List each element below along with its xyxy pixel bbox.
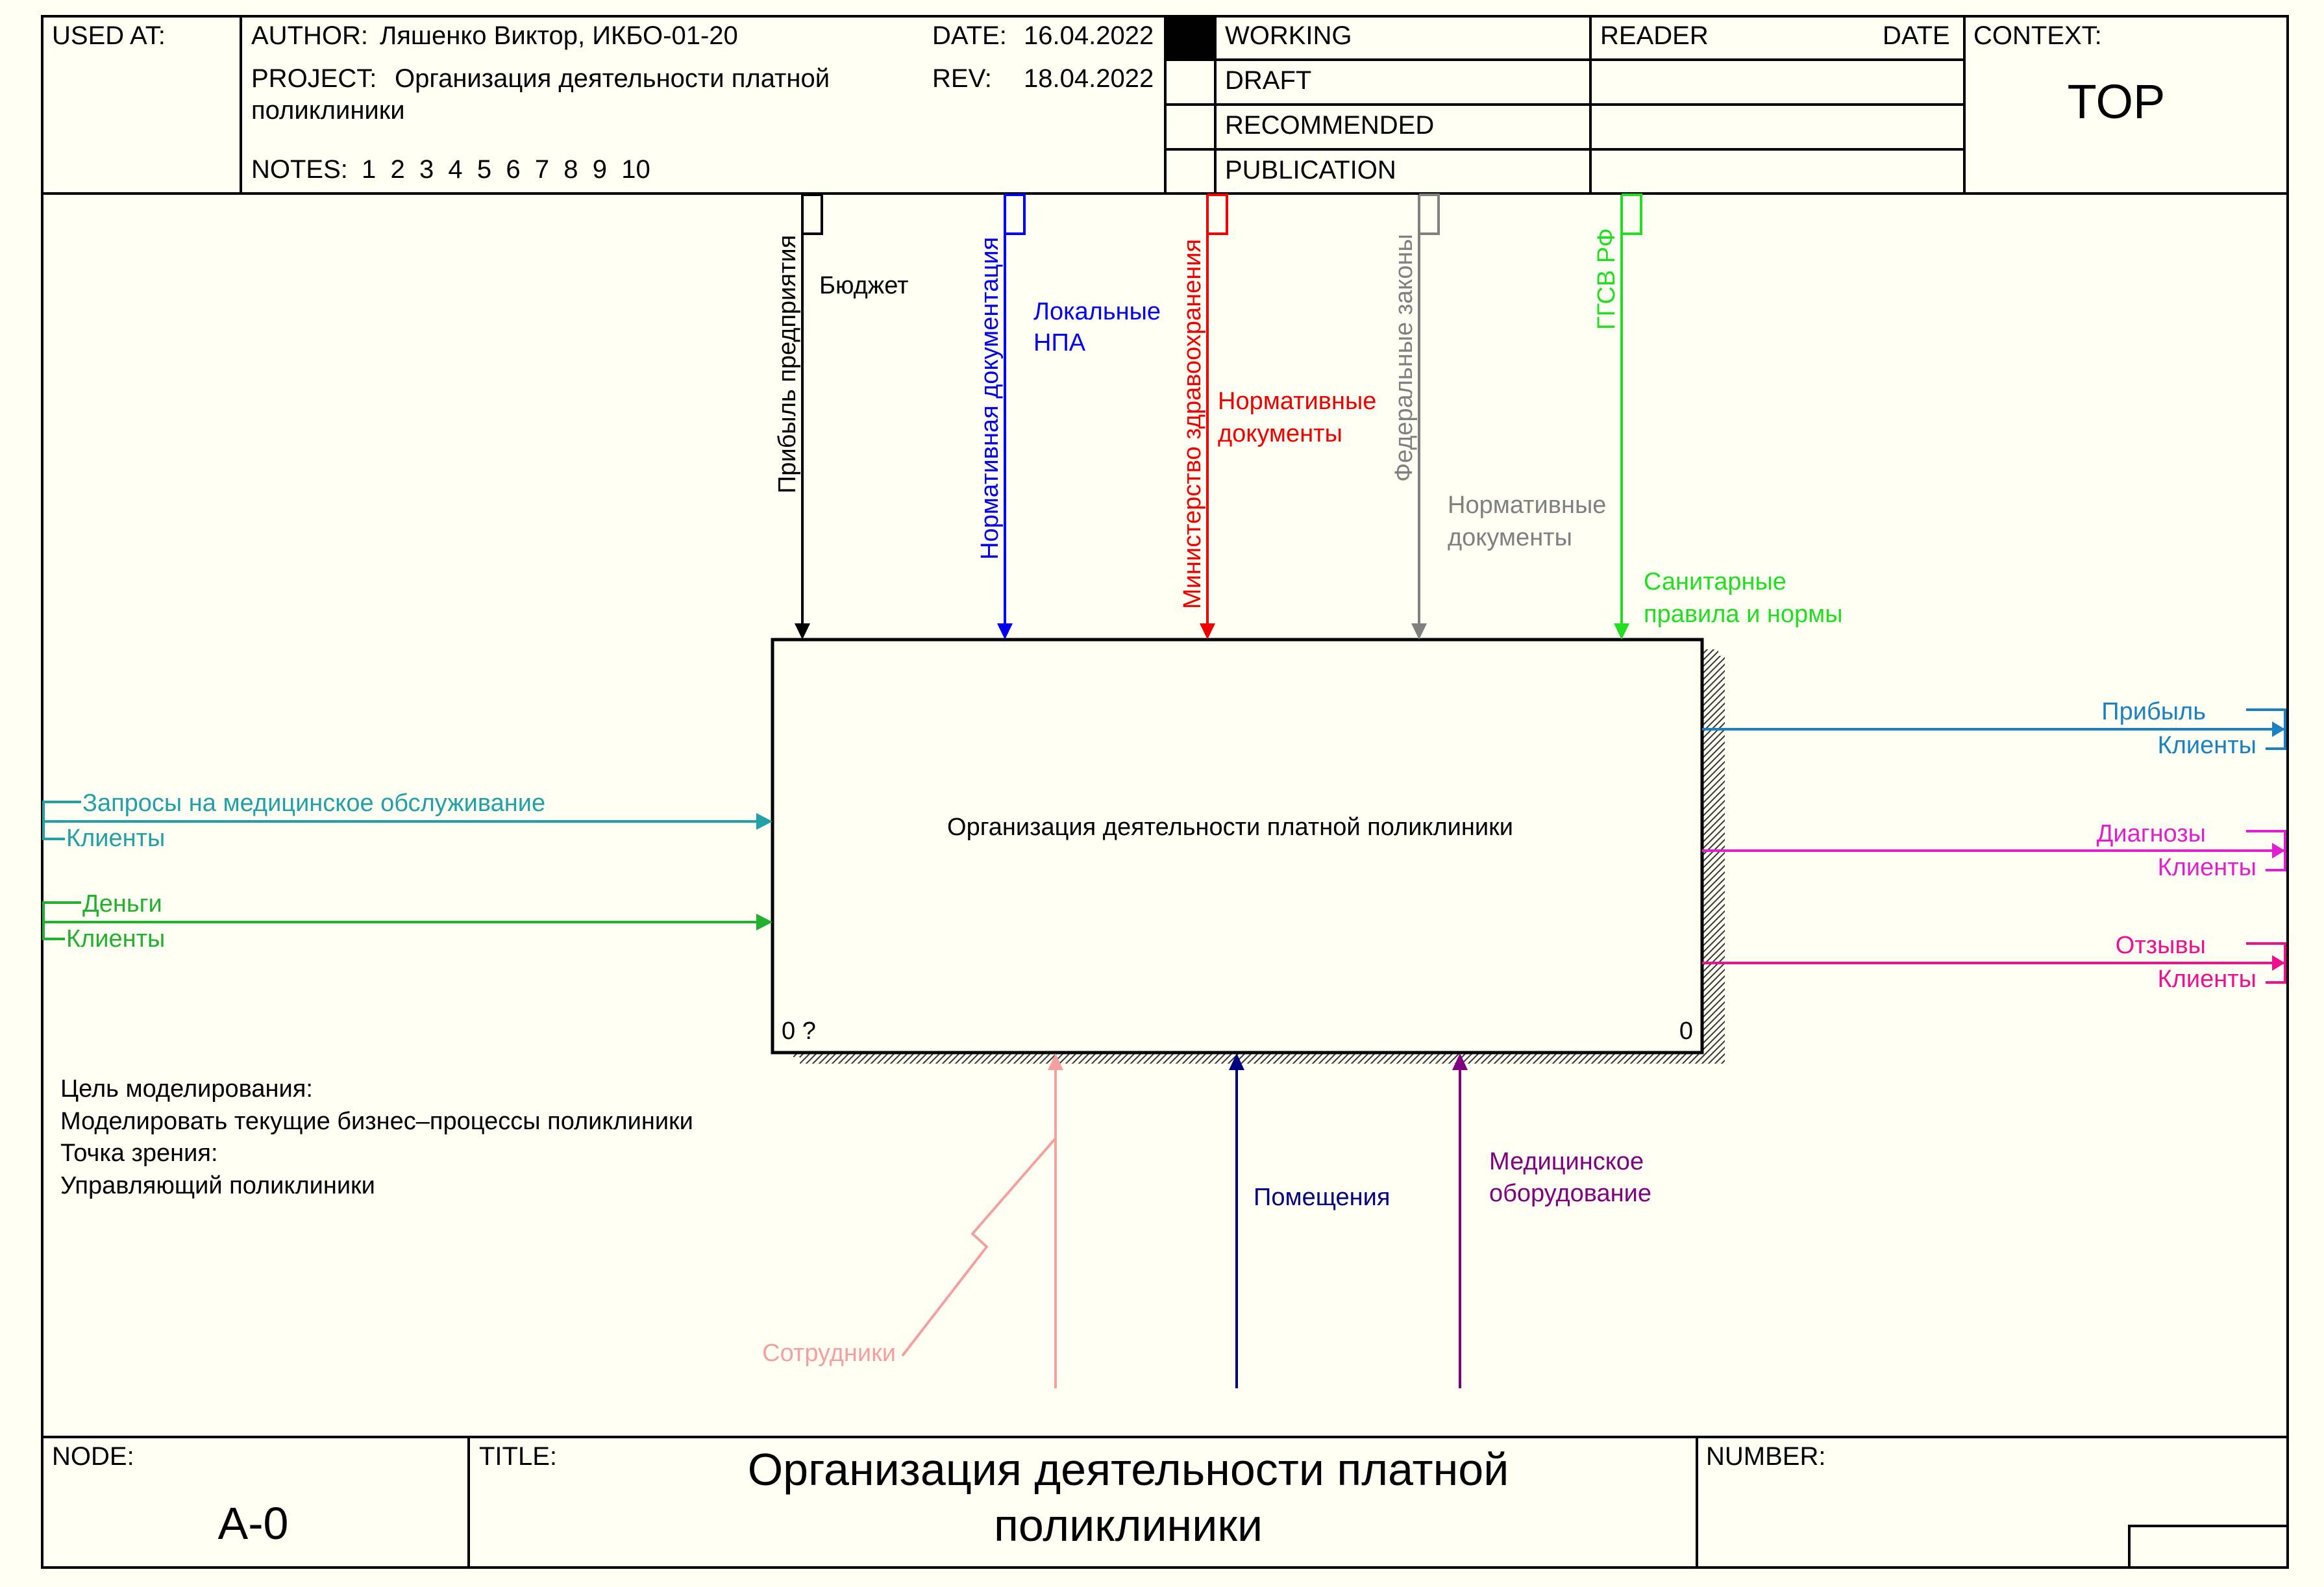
- output-target-diagnoses: Клиенты: [2158, 854, 2256, 881]
- output-target-reviews: Клиенты: [2158, 966, 2256, 993]
- mechanism-arrow-premises[interactable]: Помещения: [1229, 1053, 1390, 1388]
- mechanism-arrow-staff[interactable]: Сотрудники: [762, 1053, 1063, 1388]
- control-arrow-local-npa[interactable]: Нормативная документация Локальные НПА: [976, 194, 1161, 640]
- input-arrow-money[interactable]: Деньги Клиенты: [42, 890, 773, 953]
- purpose-line3: Точка зрения:: [60, 1140, 218, 1167]
- control-tunnel-label-san-1: Санитарные: [1644, 568, 1786, 595]
- activity-number-right: 0: [1679, 1018, 1693, 1045]
- control-tunnel-label-san-2: правила и нормы: [1644, 601, 1843, 628]
- control-tunnel-label-budget: Бюджет: [819, 272, 908, 299]
- activity-number-left: 0 ?: [782, 1018, 816, 1045]
- input-arrow-requests[interactable]: Запросы на медицинское обслуживание Клие…: [42, 790, 773, 852]
- context-value: TOP: [2068, 75, 2166, 129]
- control-label-federal: Федеральные законы: [1391, 234, 1418, 482]
- rev-value: 18.04.2022: [1024, 64, 1154, 93]
- reader-label: READER: [1600, 21, 1709, 50]
- node-value: А-0: [218, 1498, 289, 1549]
- status-recommended: RECOMMENDED: [1225, 111, 1434, 140]
- input-source-requests: Клиенты: [66, 825, 165, 852]
- purpose-line4: Управляющий поликлиники: [60, 1172, 375, 1199]
- input-label-money: Деньги: [82, 890, 162, 918]
- mechanism-label-premises: Помещения: [1254, 1184, 1390, 1211]
- mechanism-label-equipment-1: Медицинское: [1489, 1148, 1644, 1175]
- status-publication: PUBLICATION: [1225, 156, 1396, 184]
- output-arrow-diagnoses[interactable]: Диагнозы Клиенты: [1702, 820, 2286, 881]
- project-line2: поликлиники: [251, 96, 405, 125]
- control-arrow-budget[interactable]: Прибыль предприятия Бюджет: [774, 194, 908, 640]
- output-label-reviews: Отзывы: [2116, 932, 2206, 959]
- control-label-ministry: Министерство здравоохранения: [1179, 239, 1206, 609]
- control-tunnel-label-local: Локальные: [1033, 298, 1161, 325]
- title-label: TITLE:: [479, 1442, 557, 1471]
- header: USED AT: AUTHOR: Ляшенко Виктор, ИКБО-01…: [52, 21, 2165, 184]
- number-label: NUMBER:: [1706, 1442, 1825, 1471]
- control-label-profit: Прибыль предприятия: [774, 235, 801, 494]
- control-label-norm-docs: Нормативная документация: [976, 237, 1004, 560]
- notes-label: NOTES:: [251, 155, 348, 184]
- project-label: PROJECT:: [251, 64, 377, 93]
- input-label-requests: Запросы на медицинское обслуживание: [82, 790, 545, 817]
- purpose-line1: Цель моделирования:: [60, 1075, 313, 1103]
- output-target-profit: Клиенты: [2158, 732, 2256, 759]
- date-value: 16.04.2022: [1024, 21, 1154, 50]
- working-status-marker: [1167, 18, 1214, 58]
- activity-box[interactable]: Организация деятельности платной поликли…: [771, 638, 1725, 1064]
- mechanism-label-equipment-2: оборудование: [1489, 1180, 1651, 1207]
- control-arrow-ministry[interactable]: Министерство здравоохранения Нормативные…: [1179, 194, 1376, 640]
- control-tunnel-label-norm-1: Нормативные: [1218, 388, 1376, 415]
- control-arrow-sanitary[interactable]: ГГСВ РФ Санитарные правила и нормы: [1593, 194, 1843, 640]
- control-tunnel-label-fed-1: Нормативные: [1448, 492, 1606, 519]
- notes-values: 1 2 3 4 5 6 7 8 9 10: [362, 155, 650, 184]
- used-at-label: USED AT:: [52, 21, 166, 50]
- purpose-line2: Моделировать текущие бизнес–процессы пол…: [60, 1108, 693, 1135]
- mechanism-label-staff: Сотрудники: [762, 1340, 896, 1367]
- context-label: CONTEXT:: [1973, 21, 2102, 50]
- control-arrow-federal-laws[interactable]: Федеральные законы Нормативные документы: [1391, 194, 1606, 640]
- rev-label: REV:: [932, 64, 992, 93]
- output-label-profit: Прибыль: [2101, 698, 2206, 725]
- project-line1: Организация деятельности платной: [395, 64, 830, 93]
- footer: NODE: А-0 TITLE: Организация деятельност…: [52, 1442, 1825, 1551]
- purpose-note: Цель моделирования: Моделировать текущие…: [60, 1075, 693, 1199]
- author-value: Ляшенко Виктор, ИКБО-01-20: [380, 21, 738, 50]
- title-line1: Организация деятельности платной: [748, 1444, 1509, 1495]
- title-line2: поликлиники: [994, 1500, 1263, 1551]
- output-arrow-profit[interactable]: Прибыль Клиенты: [1702, 698, 2286, 759]
- status-draft: DRAFT: [1225, 66, 1311, 95]
- control-tunnel-label-npa: НПА: [1033, 329, 1086, 356]
- control-tunnel-label-fed-2: документы: [1448, 524, 1572, 551]
- node-label: NODE:: [52, 1442, 134, 1471]
- frame: [41, 15, 2289, 1569]
- control-label-ggsv: ГГСВ РФ: [1593, 228, 1620, 330]
- control-tunnel-label-norm-2: документы: [1218, 420, 1342, 447]
- status-working: WORKING: [1225, 21, 1352, 50]
- mechanism-arrow-equipment[interactable]: Медицинское оборудование: [1452, 1053, 1651, 1388]
- activity-name: Организация деятельности платной поликли…: [947, 814, 1513, 841]
- output-arrow-reviews[interactable]: Отзывы Клиенты: [1702, 932, 2286, 993]
- date-label: DATE:: [932, 21, 1007, 50]
- reader-date-label: DATE: [1883, 21, 1950, 50]
- author-label: AUTHOR:: [251, 21, 368, 50]
- output-label-diagnoses: Диагнозы: [2097, 820, 2206, 847]
- input-source-money: Клиенты: [66, 925, 165, 953]
